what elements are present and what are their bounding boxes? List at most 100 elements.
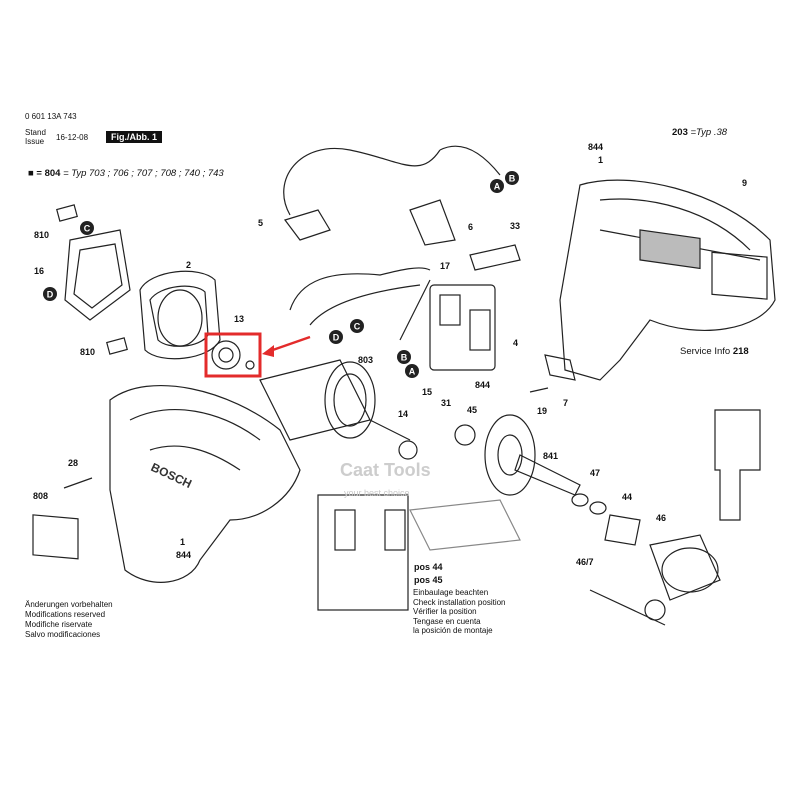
part-808: 808	[33, 491, 49, 501]
part-33: 33	[510, 221, 521, 231]
figure-label: Fig./Abb. 1	[106, 131, 162, 143]
svg-text:B: B	[509, 174, 516, 184]
callout-C-mid: C	[350, 319, 364, 333]
bearing-13	[211, 340, 241, 370]
service-info: Service Info 218	[680, 346, 749, 357]
svg-text:B: B	[401, 353, 408, 363]
carbon-brush-top	[56, 204, 78, 222]
pos45-label: pos 45	[414, 575, 443, 585]
watermark-slogan: your best choice	[344, 488, 410, 498]
part-44	[604, 514, 641, 546]
install-line-1: Einbaulage beachten	[413, 588, 489, 597]
part-14: 14	[398, 409, 409, 419]
brush-holder-plate	[64, 229, 131, 321]
cord-guard	[409, 199, 456, 246]
part-33	[469, 244, 521, 271]
part-15: 15	[422, 387, 433, 397]
svg-text:C: C	[84, 224, 91, 234]
plug	[284, 209, 331, 241]
spindle-841	[514, 454, 581, 496]
housing-left	[109, 384, 301, 583]
issue-date: 16-12-08	[56, 133, 89, 142]
note-en: Modifications reserved	[25, 610, 106, 619]
typ38-prefix: 203	[672, 127, 688, 138]
drill-chuck-46	[649, 534, 721, 601]
bosch-logo: BOSCH	[149, 460, 194, 491]
doc-number: 0 601 13A 743	[25, 112, 77, 121]
part-844-top: 844	[588, 142, 604, 152]
part-31: 31	[441, 398, 452, 408]
svg-text:A: A	[409, 367, 416, 377]
callout-A-top: A	[490, 179, 504, 193]
part-810-top: 810	[34, 230, 50, 240]
part-7	[544, 354, 576, 381]
part-46: 46	[656, 513, 667, 523]
note-de: Änderungen vorbehalten	[25, 600, 113, 609]
part-2: 2	[186, 260, 192, 270]
gear-844	[484, 414, 536, 496]
part-9: 9	[742, 178, 748, 188]
pos44-label: pos 44	[414, 562, 443, 572]
callout-B-mid: B	[397, 350, 411, 364]
highlight-arrowhead	[262, 345, 274, 357]
part-1-bottom: 1	[180, 537, 186, 547]
service-info-label: Service Info	[680, 346, 731, 357]
service-symbol	[714, 409, 761, 521]
highlight-arrow	[266, 335, 311, 354]
svg-text:C: C	[354, 322, 361, 332]
install-note: Einbaulage beachten Check installation p…	[413, 588, 506, 636]
part-44: 44	[622, 492, 633, 502]
part-844-mid: 844	[475, 380, 491, 390]
screw-28	[63, 477, 93, 489]
typ38-note: 203 =Typ .38	[672, 127, 727, 138]
label-808	[32, 514, 79, 560]
part-17: 17	[440, 261, 451, 271]
carbon-brush-bottom	[106, 337, 128, 355]
callout-B-top: B	[505, 171, 519, 185]
part-16: 16	[34, 266, 45, 276]
watermark-brand: Caat Tools	[340, 460, 431, 480]
typ-text: = Typ 703 ; 706 ; 707 ; 708 ; 740 ; 743	[63, 168, 224, 179]
svg-text:D: D	[333, 333, 340, 343]
part-803: 803	[358, 355, 374, 365]
callout-D-mid: D	[329, 330, 343, 344]
bearing-45	[454, 424, 476, 446]
label-9	[711, 251, 768, 300]
housing-right	[559, 179, 776, 381]
part-4: 4	[513, 338, 519, 348]
modification-notes: Änderungen vorbehalten Modifications res…	[25, 600, 113, 640]
part-1-top: 1	[598, 155, 604, 165]
part-19: 19	[537, 406, 548, 416]
note-it: Modifiche riservate	[25, 620, 93, 629]
part-45: 45	[467, 405, 478, 415]
screw-19	[529, 387, 549, 393]
stand-label: Stand	[25, 128, 46, 137]
callout-A-mid: A	[405, 364, 419, 378]
highlight-box	[204, 332, 262, 378]
part-5: 5	[258, 218, 264, 228]
install-line-3: Vérifier la position	[413, 607, 477, 616]
part-841: 841	[543, 451, 559, 461]
part-13: 13	[234, 314, 245, 324]
install-line-5: la posición de montaje	[413, 626, 493, 635]
part-47: 47	[590, 468, 601, 478]
gearbox-section	[317, 494, 409, 611]
bearing-14	[398, 440, 418, 460]
label-203	[639, 229, 701, 270]
part-28: 28	[68, 458, 79, 468]
part-46-7: 46/7	[576, 557, 594, 567]
highlight	[204, 332, 311, 378]
chuck-ghost	[409, 499, 521, 551]
callout-C-left: C	[80, 221, 94, 235]
power-cord	[283, 147, 441, 216]
typ-note: ■ = 804 = Typ 703 ; 706 ; 707 ; 708 ; 74…	[28, 168, 224, 179]
callout-D-left: D	[43, 287, 57, 301]
svg-text:D: D	[47, 290, 54, 300]
part-6: 6	[468, 222, 474, 232]
issue-label: Issue	[25, 137, 45, 146]
stator-field	[139, 270, 221, 360]
part-844-bottom: 844	[176, 550, 192, 560]
switch-4	[429, 284, 496, 371]
install-line-2: Check installation position	[413, 597, 506, 607]
